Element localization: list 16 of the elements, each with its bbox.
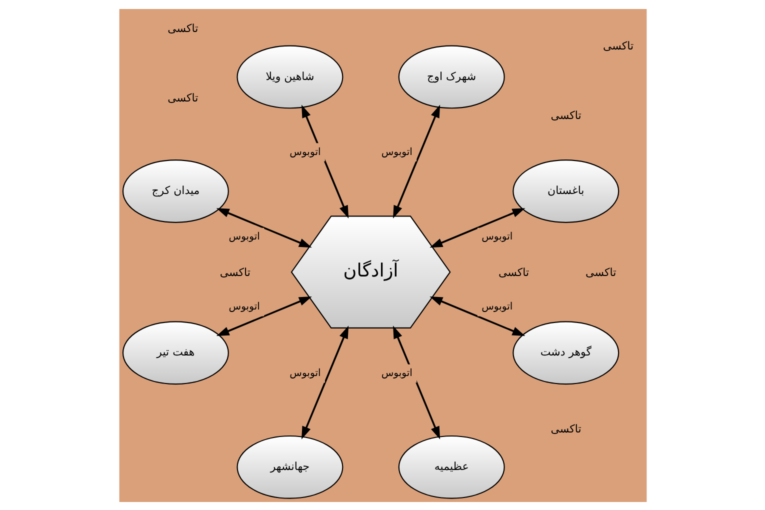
edge-label: اتوبوس — [228, 231, 260, 242]
label: تاکسی — [167, 91, 198, 104]
label: تاکسی — [219, 265, 250, 278]
edge-label: اتوبوس — [481, 231, 512, 242]
label: تاکسی — [550, 108, 581, 122]
label: تاکسی — [550, 422, 581, 436]
edge-label: اتوبوس — [289, 368, 320, 379]
edge-label: اتوبوس — [481, 301, 512, 312]
edge-label: اتوبوس — [289, 146, 320, 158]
label: تاکسی — [585, 265, 616, 278]
edge-label: اتوبوس — [380, 368, 412, 379]
edge-label: اتوبوس — [228, 301, 260, 312]
label: تاکسی — [498, 265, 529, 278]
label: تاکسی — [602, 38, 634, 52]
edge-label: اتوبوس — [380, 146, 412, 158]
label: تاکسی — [167, 22, 198, 35]
